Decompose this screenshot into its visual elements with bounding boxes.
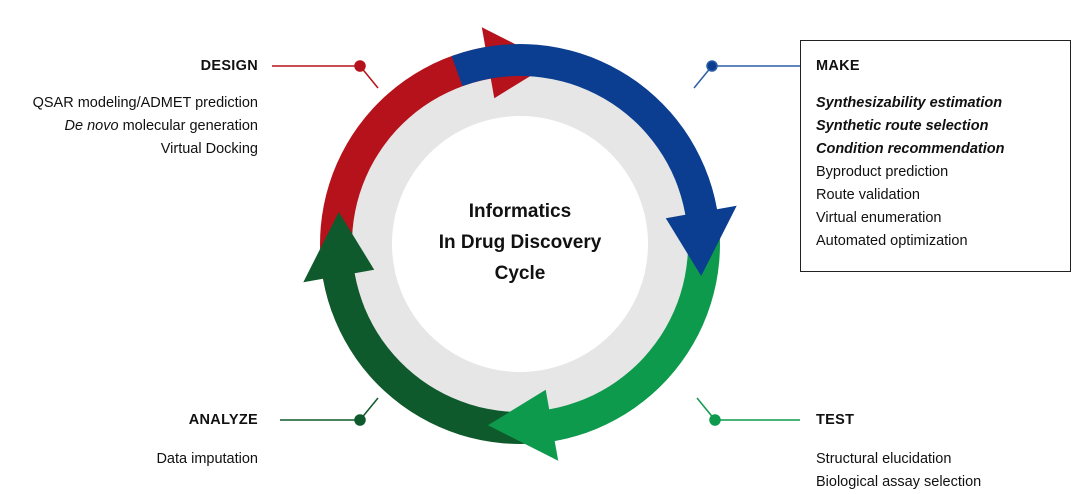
design-item-3: Virtual Docking [160, 141, 258, 157]
make-item-3: Condition recommendation [816, 141, 1005, 157]
design-item-1: QSAR modeling/ADMET prediction [32, 95, 258, 111]
design-panel: DESIGN QSAR modeling/ADMET prediction De… [33, 55, 258, 161]
connector-test [696, 397, 800, 426]
design-item-2-text: molecular generation [118, 118, 258, 134]
inner-ring [352, 76, 688, 412]
connector-design [272, 60, 379, 89]
analyze-item-1: Data imputation [156, 451, 258, 467]
make-item-1: Synthesizability estimation [816, 95, 1003, 111]
design-item-2-italic: De novo [64, 118, 119, 134]
make-heading: MAKE [816, 58, 860, 74]
test-item-2: Biological assay selection [816, 474, 982, 490]
make-item-5: Route validation [816, 187, 920, 203]
design-heading: DESIGN [200, 58, 258, 74]
connector-analyze [280, 397, 379, 426]
design-item-2: De novo molecular generation [33, 115, 258, 138]
analyze-heading: ANALYZE [188, 412, 258, 428]
make-item-7: Automated optimization [816, 233, 968, 249]
test-panel: TEST Structural elucidation Biological a… [816, 409, 981, 494]
test-heading: TEST [816, 412, 855, 428]
make-item-4: Byproduct prediction [816, 164, 949, 180]
make-item-2: Synthetic route selection [816, 118, 989, 134]
cycle-title-line-1: Informatics [468, 201, 572, 222]
analyze-panel: ANALYZE Data imputation [156, 409, 258, 471]
make-panel: MAKE Synthesizability estimation Synthet… [816, 55, 1005, 253]
cycle-title: Informatics In Drug Discovery Cycle [420, 196, 620, 289]
arrow-make [451, 44, 737, 276]
make-item-6: Virtual enumeration [816, 210, 942, 226]
test-item-1: Structural elucidation [816, 451, 952, 467]
cycle-title-line-2: In Drug Discovery [438, 232, 602, 253]
connector-make [693, 60, 800, 89]
make-box [800, 40, 1071, 272]
cycle-title-line-3: Cycle [494, 263, 546, 284]
